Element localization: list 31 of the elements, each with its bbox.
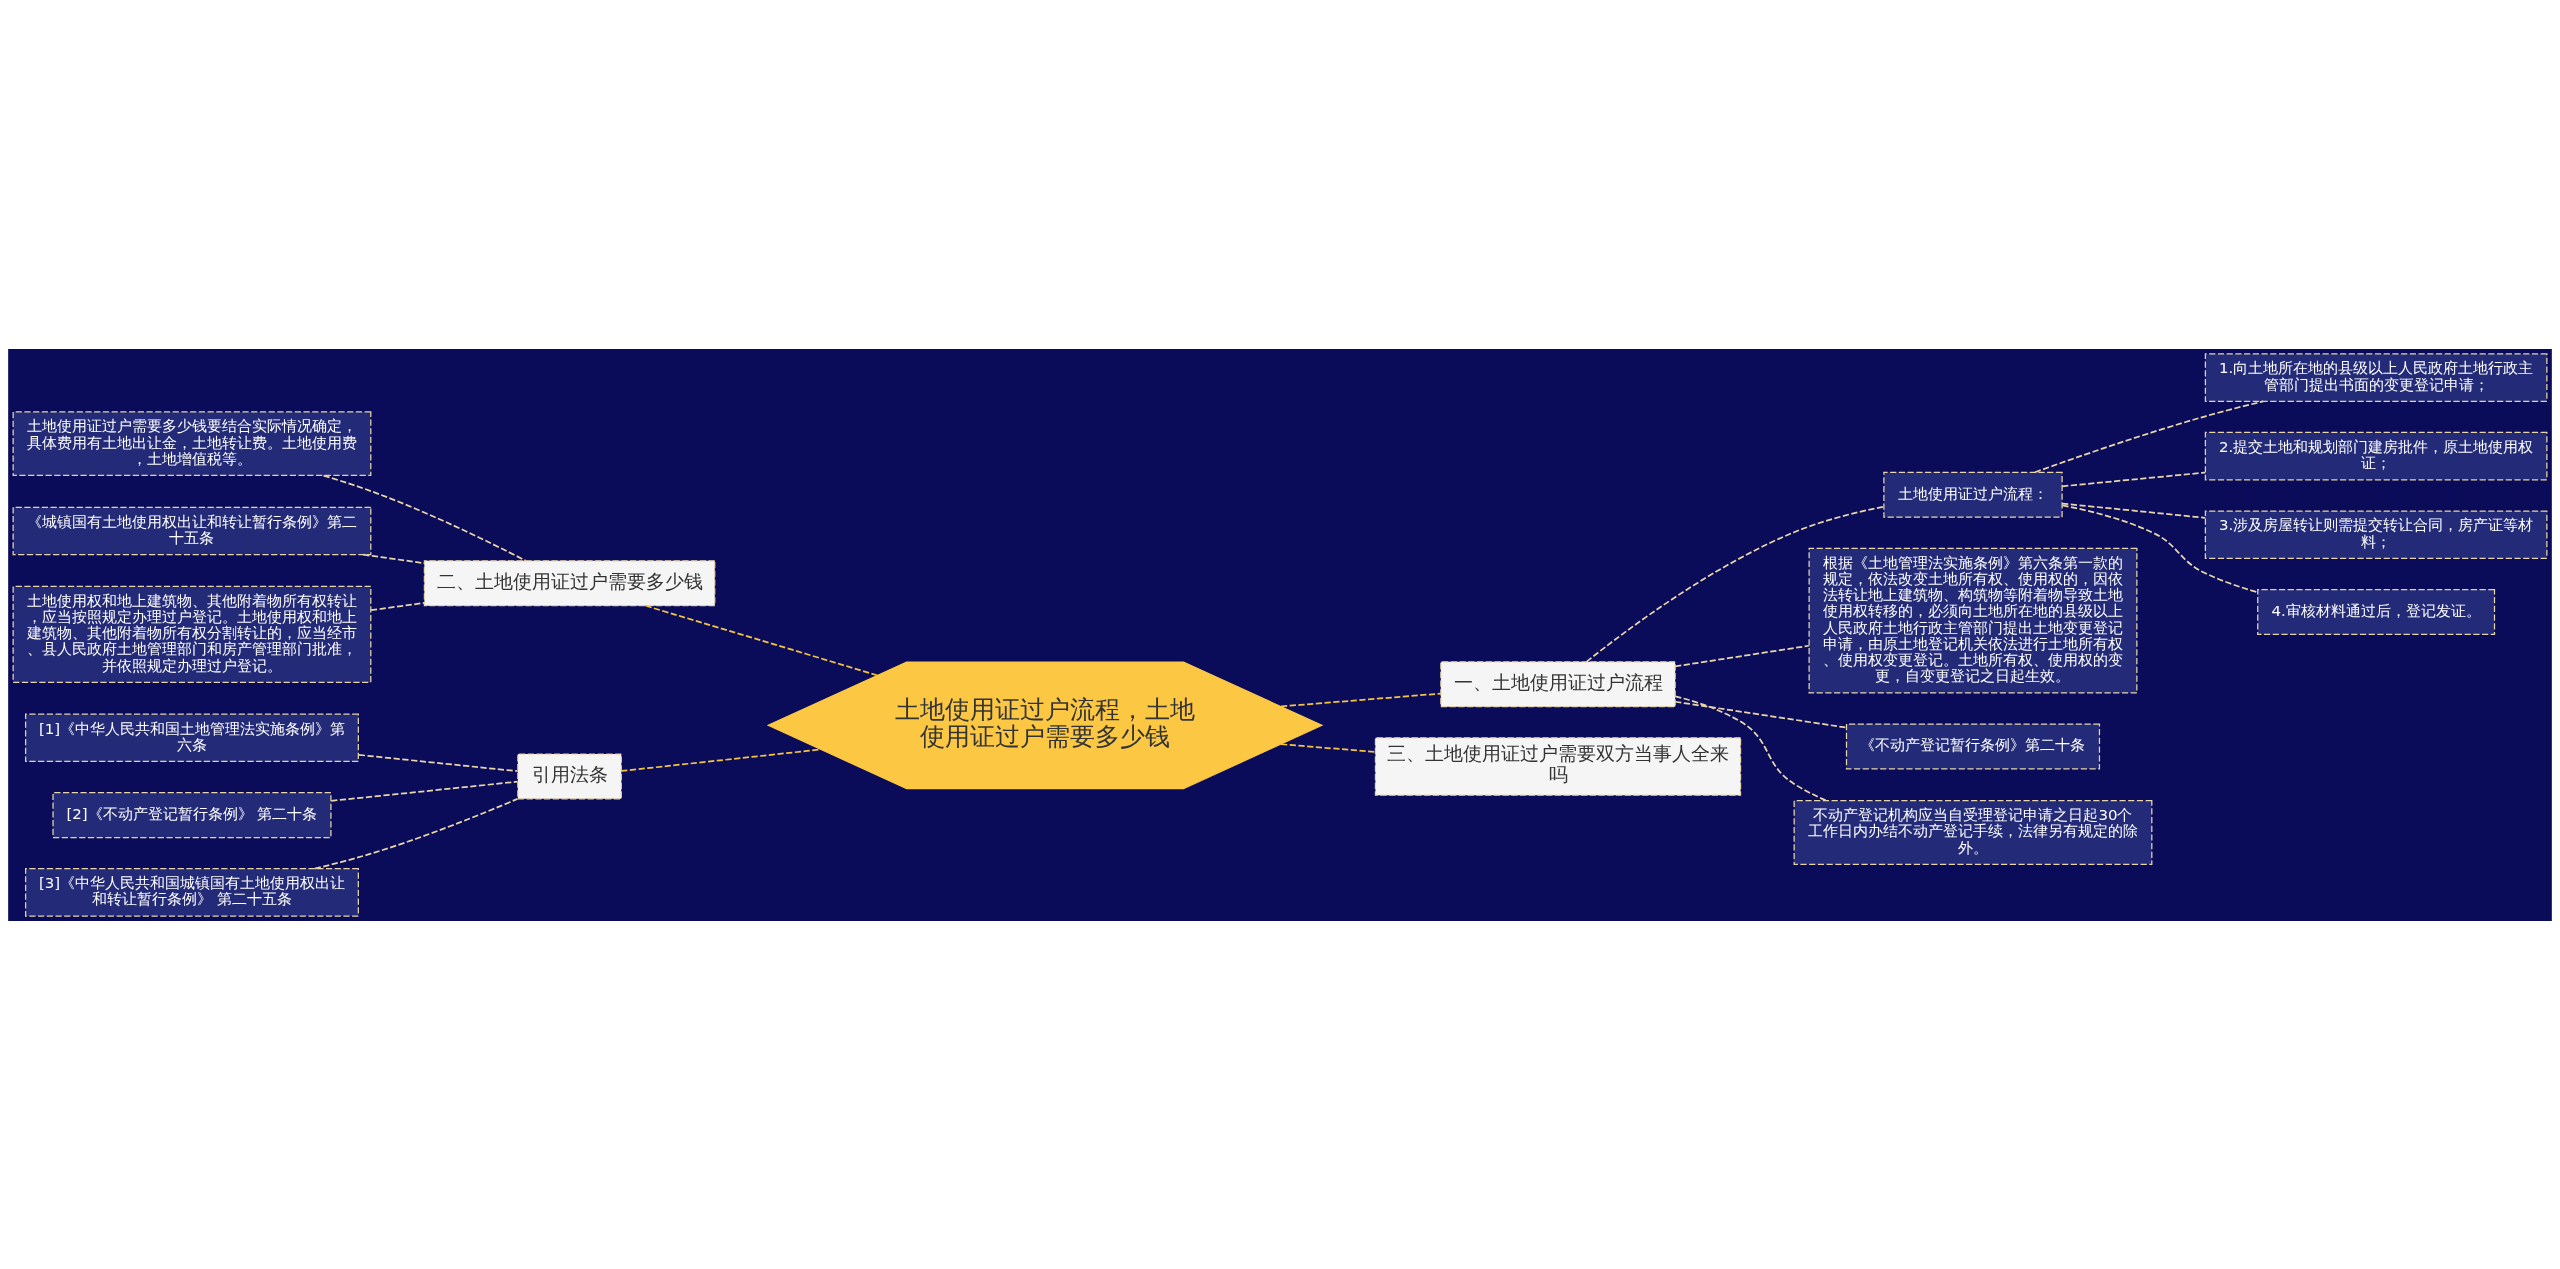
connector: [330, 780, 519, 802]
connector: [1674, 694, 1828, 802]
node-box: 三、土地使用证过户需要双方当事人全来吗: [1374, 736, 1742, 796]
connector: [1585, 505, 1885, 662]
connector: [1674, 700, 1847, 728]
connector: [357, 753, 519, 772]
node-box: 土地使用证过户流程：: [1883, 471, 2063, 518]
node-box: 3.涉及房屋转让则需提交转让合同，房产证等材料；: [2204, 509, 2548, 559]
node-box: 一、土地使用证过户流程: [1440, 660, 1676, 707]
node-box: 土地使用证过户需要多少钱要结合实际情况确定，具体费用有土地出让金，土地转让费。土地使用费，土地增值税等。: [12, 410, 372, 476]
node-box: 4.审核材料通过后，登记发证。: [2257, 588, 2496, 635]
node-box: 不动产登记机构应当自受理登记申请之日起30个工作日内办结不动产登记手续，法律另有规定的除外。: [1793, 799, 2153, 865]
connector: [1280, 692, 1442, 707]
node-box: 二、土地使用证过户需要多少钱: [423, 559, 716, 606]
node-box: [2]《不动产登记暂行条例》 第二十条: [52, 791, 332, 838]
connector: [1280, 742, 1377, 753]
connector: [1674, 644, 1810, 667]
connector: [2061, 502, 2207, 519]
node-box: 引用法条: [517, 752, 622, 799]
node-box: 土地使用权和地上建筑物、其他附着物所有权转让，应当按照规定办理过户登记。土地使用权和地上建筑物、其他附着物所有权分割转让的，应当经市、县人民政府土地管理部门和房产管理部门批准，并依照规定办理过户登记。: [12, 585, 372, 683]
connector: [370, 601, 425, 611]
node-box: 2.提交土地和规划部门建房批件，原土地使用权证；: [2204, 431, 2548, 480]
connector: [2061, 471, 2207, 487]
node-box: 根据《土地管理法实施条例》第六条第一款的规定，依法改变土地所有权、使用权的，因依法转让地上建筑物、构筑物等附着物导致土地使用权转移的，必须向土地所在地的县级以上人民政府土地行政主管部门提出土地变更登记申请，由原土地登记机关依法进行土地所有权、使用权变更登记。土地所有权、使用权的变更，自变更登记之日起生效。: [1808, 547, 2138, 694]
node-box: [3]《中华人民共和国城镇国有土地使用权出让和转让暂行条例》 第二十五条: [25, 867, 359, 917]
node-box: [1]《中华人民共和国土地管理法实施条例》第六条: [25, 713, 359, 762]
connector: [644, 604, 878, 676]
node-box: 《城镇国有土地使用权出让和转让暂行条例》第二十五条: [12, 506, 372, 555]
connector: [2061, 504, 2259, 593]
node-box: 1.向土地所在地的县级以上人民政府土地行政主管部门提出书面的变更登记申请；: [2204, 352, 2548, 402]
node-box: 《不动产登记暂行条例》第二十条: [1845, 722, 2101, 770]
